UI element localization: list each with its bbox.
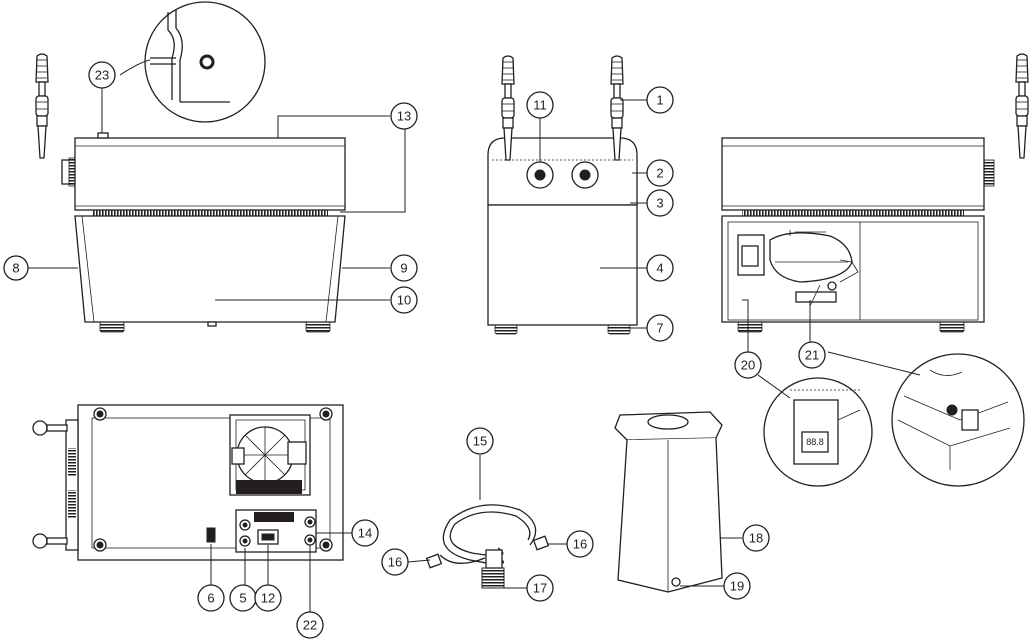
- callout-19: 19: [723, 572, 751, 600]
- zoom-detail-20: 88.8: [763, 377, 873, 487]
- svg-text:10: 10: [397, 293, 411, 308]
- tap-handle-left-view: [35, 53, 49, 159]
- callout-1: 1: [646, 86, 674, 114]
- callout-2: 2: [646, 159, 674, 187]
- callout-16-left: 16: [381, 548, 409, 576]
- svg-text:7: 7: [656, 321, 663, 336]
- callout-11: 11: [526, 91, 554, 119]
- svg-text:20: 20: [741, 358, 755, 373]
- callout-18: 18: [742, 524, 770, 552]
- svg-text:2: 2: [656, 166, 663, 181]
- callout-3: 3: [646, 189, 674, 217]
- callout-6: 6: [197, 584, 225, 612]
- callout-21: 21: [798, 341, 826, 369]
- svg-text:1: 1: [656, 93, 663, 108]
- bottom-view: [32, 404, 344, 561]
- tap-handle-right-view: [1015, 53, 1029, 159]
- display-digits: 88.8: [806, 437, 824, 447]
- svg-text:15: 15: [473, 434, 487, 449]
- svg-text:9: 9: [400, 261, 407, 276]
- svg-text:16: 16: [388, 555, 402, 570]
- svg-text:5: 5: [239, 591, 246, 606]
- svg-text:12: 12: [261, 591, 275, 606]
- zoom-detail-23: [144, 1, 266, 123]
- svg-text:14: 14: [358, 526, 372, 541]
- callout-23: 23: [88, 61, 116, 89]
- side-view-left: [35, 53, 346, 333]
- hose-assembly: [425, 504, 550, 589]
- svg-text:11: 11: [533, 98, 547, 113]
- hose-connector: [485, 549, 503, 569]
- callout-10: 10: [390, 286, 418, 314]
- callout-14: 14: [351, 519, 379, 547]
- callout-9: 9: [390, 254, 418, 282]
- callout-5: 5: [229, 584, 257, 612]
- callout-13: 13: [390, 102, 418, 130]
- water-tank: [614, 411, 723, 593]
- lower-housing: [74, 215, 346, 323]
- zoom-detail-21: [891, 353, 1025, 487]
- front-view: [487, 55, 638, 335]
- callout-4: 4: [646, 254, 674, 282]
- callout-22: 22: [296, 611, 324, 639]
- display-readout-zoom: [801, 431, 829, 453]
- foot: [305, 321, 331, 333]
- callout-7: 7: [646, 314, 674, 342]
- foot: [99, 321, 125, 333]
- svg-text:16: 16: [573, 537, 587, 552]
- side-view-right-open: [721, 53, 1029, 333]
- svg-text:19: 19: [730, 579, 744, 594]
- top-cover: [74, 137, 346, 211]
- leader-lines: [28, 59, 921, 612]
- svg-text:17: 17: [533, 581, 547, 596]
- svg-text:6: 6: [207, 591, 214, 606]
- vent-slots: [92, 210, 328, 216]
- callout-17: 17: [526, 574, 554, 602]
- svg-text:18: 18: [749, 531, 763, 546]
- svg-text:23: 23: [95, 68, 109, 83]
- svg-text:22: 22: [303, 618, 317, 633]
- callout-20: 20: [734, 351, 762, 379]
- callout-16-right: 16: [566, 530, 594, 558]
- front-lower-housing: [487, 204, 638, 326]
- power-switch: [206, 527, 216, 543]
- svg-text:3: 3: [656, 196, 663, 211]
- svg-text:8: 8: [12, 261, 19, 276]
- callout-15: 15: [466, 427, 494, 455]
- svg-text:4: 4: [656, 261, 663, 276]
- callout-12: 12: [254, 584, 282, 612]
- callout-8: 8: [3, 255, 29, 281]
- svg-text:21: 21: [805, 348, 819, 363]
- svg-text:13: 13: [397, 109, 411, 124]
